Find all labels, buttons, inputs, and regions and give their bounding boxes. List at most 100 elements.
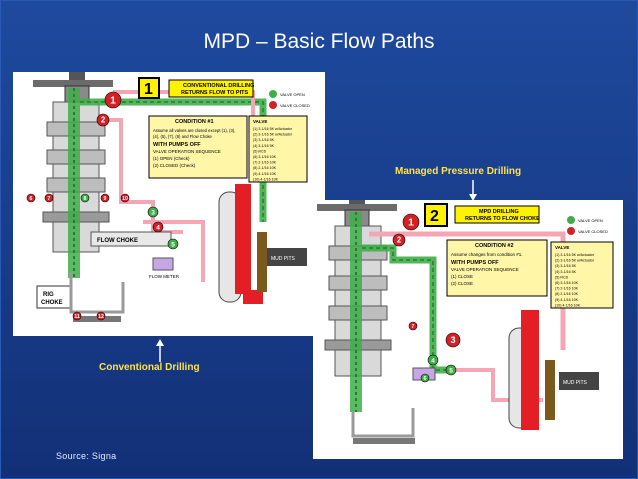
- legend-open-icon: [269, 90, 277, 98]
- label-conventional-drilling: Conventional Drilling: [99, 362, 200, 373]
- valve-marker-number: 3: [450, 335, 455, 345]
- flow-choke-label: FLOW CHOKE: [97, 238, 138, 244]
- valve-list-item: (7) 2-1/16 10K: [555, 287, 579, 291]
- label-managed-pressure-drilling: Managed Pressure Drilling: [395, 166, 522, 177]
- valve-list-item: (10) 4-1/16 10K: [555, 303, 581, 307]
- legend-closed-icon: [269, 101, 277, 109]
- rig-floor: [317, 204, 397, 211]
- mpd-drilling-diagram: MUD PITS 2 MPD DRILLING RETURNS TO FLOW …: [313, 200, 623, 459]
- mud-pit-wall: [545, 360, 555, 420]
- valve-marker-number: 4: [156, 224, 160, 231]
- valve-marker-icon: [402, 213, 420, 231]
- valve-marker-number: 1: [408, 218, 414, 229]
- valve-list-header: VALVE: [253, 119, 267, 124]
- valve-list-box: [550, 241, 614, 309]
- valve-marker-number: 6: [424, 376, 427, 382]
- valve-marker-icon: [408, 321, 418, 331]
- condition-line-4: (1) CLOSE: [451, 274, 473, 279]
- valve-marker-number: 2: [397, 236, 402, 245]
- valve-marker-number: 6: [30, 196, 33, 202]
- valve-list-item: (3) 3-1/16 5K: [555, 264, 577, 268]
- panel2-header-box: [454, 205, 540, 224]
- valve-marker-icon: [392, 233, 406, 247]
- red-tank: [521, 310, 539, 430]
- condition-line-5: (1) OPEN (Check): [153, 156, 190, 161]
- valve-list-item: (9) 4-1/16 10K: [555, 298, 579, 302]
- conventional-drilling-diagram: MUD PITS FLOW CHOKE FLOW METER RIG CHOKE…: [13, 72, 325, 336]
- valve-marker-icon: [80, 193, 90, 203]
- legend-open-label: VALVE OPEN: [280, 92, 305, 97]
- valve-list-item: (6) 3-1/16 10K: [253, 155, 277, 159]
- rig-choke-label-2: CHOKE: [41, 300, 63, 306]
- valve-marker-number: 2: [101, 116, 106, 125]
- valve-marker-icon: [72, 311, 82, 321]
- manifold-piping: [69, 272, 125, 314]
- green-flow-stack: [68, 88, 80, 278]
- rig-floor: [33, 80, 113, 87]
- green-flow-stack: [350, 212, 362, 412]
- mpd-drilling-schematic: MUD PITS 2 MPD DRILLING RETURNS TO FLOW …: [317, 200, 614, 444]
- legend-closed-icon: [567, 227, 575, 235]
- pink-line-top: [369, 231, 566, 350]
- valve-marker-icon: [44, 193, 54, 203]
- valve-list-item: (8) 2-1/16 10K: [253, 166, 277, 170]
- mud-pits-tank: [267, 248, 307, 266]
- condition-title: CONDITION #2: [475, 243, 514, 249]
- valve-marker-icon: [120, 193, 130, 203]
- valve-marker-number: 11: [74, 314, 80, 320]
- valve-marker-icon: [427, 354, 439, 366]
- valve-marker-number: 4: [431, 357, 435, 364]
- valve-marker-number: 7: [48, 196, 51, 202]
- valve-markers: 12 3 4 5 6 7: [392, 213, 461, 383]
- source-citation: Source: Signa: [56, 451, 117, 461]
- valve-list-item: (5) RCD: [253, 149, 267, 153]
- legend-closed-label: VALVE CLOSED: [280, 103, 310, 108]
- panel2-header-line1: MPD DRILLING: [479, 209, 519, 215]
- valve-marker-number: 7: [412, 324, 415, 330]
- mud-pits-label: MUD PITS: [563, 380, 588, 386]
- rig-choke-label-1: RIG: [43, 292, 54, 298]
- valve-marker-icon: [26, 193, 36, 203]
- legend-closed-label: VALVE CLOSED: [578, 229, 608, 234]
- mpd-arrow-icon: [469, 180, 477, 201]
- valve-list-item: (4) 3-1/16 5K: [555, 270, 577, 274]
- red-tank: [235, 184, 251, 294]
- valve-marker-icon: [147, 206, 159, 218]
- step-badge-2: [424, 203, 448, 227]
- valve-marker-number: 3: [151, 209, 155, 216]
- panel2-header-line2: RETURNS TO FLOW CHOKE: [465, 216, 540, 222]
- conventional-drilling-schematic: MUD PITS FLOW CHOKE FLOW METER RIG CHOKE…: [26, 72, 310, 322]
- valve-list-item: (2) 3-1/16 5K w/Actuator: [555, 259, 595, 263]
- red-tank-base: [243, 290, 263, 304]
- manifold-base: [73, 316, 121, 322]
- condition-title: CONDITION #1: [175, 119, 214, 125]
- valve-list-item: (1) 3-1/16 5K w/Actuator: [253, 127, 293, 131]
- valve-list-item: (9) 4-1/16 10K: [253, 172, 277, 176]
- legend-open-icon: [567, 216, 575, 224]
- valve-marker-icon: [96, 113, 110, 127]
- valve-list-box: [248, 115, 308, 183]
- valve-list-items: (1) 3-1/16 5K w/Actuator (2) 3-1/16 5K w/…: [253, 127, 293, 181]
- valve-list-item: (1) 3-1/16 5K w/Actuator: [555, 253, 595, 257]
- valve-list-item: (2) 3-1/16 5K w/Actuator: [253, 133, 293, 137]
- panel1-header-line1: CONVENTIONAL DRILLING: [183, 83, 254, 89]
- mud-pit-wall: [257, 232, 267, 292]
- condition-line-6: (2) CLOSED (Check): [153, 163, 196, 168]
- step-badge-1: [138, 77, 160, 99]
- mud-pits-label: MUD PITS: [271, 256, 296, 262]
- legend-open-label: VALVE OPEN: [578, 218, 603, 223]
- panel1-header-line2: RETURNS FLOW TO PITS: [181, 90, 248, 96]
- valve-marker-number: 9: [104, 196, 107, 202]
- valve-marker-number: 5: [449, 367, 453, 374]
- condition-box: [446, 239, 548, 297]
- condition-line-5: (2) CLOSE: [451, 281, 473, 286]
- valve-list-header: VALVE: [555, 245, 569, 250]
- condition-line-3: WITH PUMPS OFF: [153, 142, 201, 148]
- step-number-2: 2: [430, 208, 439, 225]
- slide-title: MPD – Basic Flow Paths: [203, 30, 435, 53]
- valve-list-item: (6) 3-1/16 10K: [555, 281, 579, 285]
- manifold-base: [353, 438, 415, 444]
- condition-line-2: (4), (5), (7), (8) and Flow Choke: [153, 134, 213, 139]
- valve-marker-icon: [100, 193, 110, 203]
